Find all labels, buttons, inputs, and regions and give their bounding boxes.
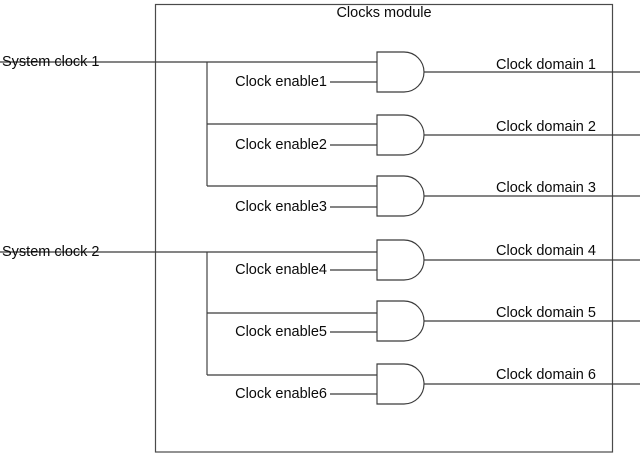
clock-domain-3-label: Clock domain 3 <box>496 179 596 196</box>
clock-enable-2-label: Clock enable2 <box>235 136 327 153</box>
clock-enable-3-label: Clock enable3 <box>235 198 327 215</box>
clock-domain-6-label: Clock domain 6 <box>496 366 596 383</box>
system-clock-2-label: System clock 2 <box>2 243 100 260</box>
clock-enable-6-label: Clock enable6 <box>235 385 327 402</box>
system-clock-1-label: System clock 1 <box>2 53 100 70</box>
clocks-module-boundary <box>154 3 614 453</box>
clock-enable-4-label: Clock enable4 <box>235 261 327 278</box>
clock-domain-4-label: Clock domain 4 <box>496 242 596 259</box>
and-gate-2 <box>376 114 425 156</box>
clock-enable-1-label: Clock enable1 <box>235 73 327 90</box>
and-gate-4 <box>376 239 425 281</box>
system-clock-1-net <box>0 61 377 187</box>
and-gate-6 <box>376 363 425 405</box>
clock-domain-5-label: Clock domain 5 <box>496 304 596 321</box>
clock-domain-2-label: Clock domain 2 <box>496 118 596 135</box>
clock-domain-output-wires <box>424 71 640 385</box>
clock-domain-1-label: Clock domain 1 <box>496 56 596 73</box>
and-gate-3 <box>376 175 425 217</box>
and-gate-5 <box>376 300 425 342</box>
and-gate-1 <box>376 51 425 93</box>
clock-enable-5-label: Clock enable5 <box>235 323 327 340</box>
clocks-module-title: Clocks module <box>336 4 432 21</box>
clock-enable-wires <box>330 81 377 395</box>
system-clock-2-net <box>0 251 377 376</box>
